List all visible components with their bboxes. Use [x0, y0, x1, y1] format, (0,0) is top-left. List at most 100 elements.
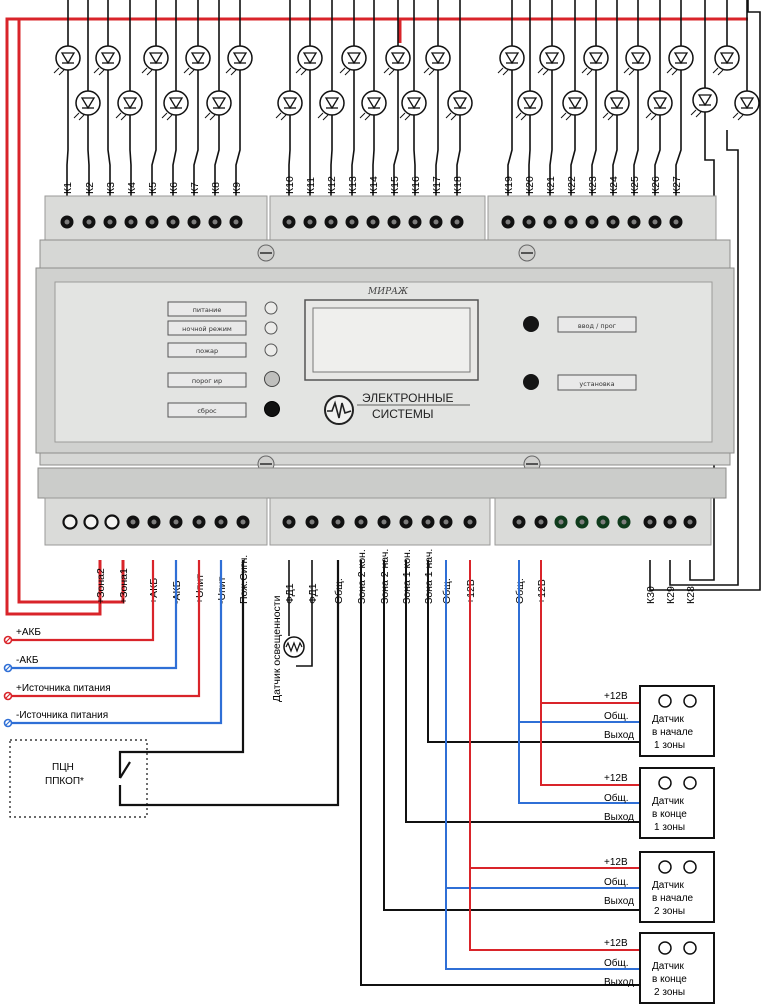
sensor-zone: 1 зоны	[654, 822, 685, 833]
led-icon	[581, 45, 609, 76]
sensor-wire-label: Общ.	[604, 792, 629, 804]
relay-label: К17	[431, 176, 443, 194]
led-icon	[225, 45, 253, 76]
relay-label: К20	[524, 176, 536, 194]
led-icon	[690, 87, 718, 118]
relay-label: К12	[326, 176, 338, 194]
power-wiring	[10, 560, 340, 807]
relay-label: К24	[608, 176, 620, 194]
night-mode-led	[264, 321, 278, 335]
sensor-title: Датчик	[652, 961, 684, 972]
terminal-label: +Зона1	[118, 568, 130, 604]
indicator-night-label: ночной режим	[182, 325, 232, 333]
logo: ЭЛЕКТРОННЫЕ СИСТЕМЫ	[324, 391, 470, 425]
led-icon	[515, 90, 543, 121]
relay-label: К8	[210, 182, 222, 194]
power-terminals	[3, 635, 13, 728]
relay-label: К11	[305, 177, 317, 194]
relay-label: К4	[126, 182, 138, 194]
led-icon	[204, 90, 232, 121]
reset-label: сброс	[197, 407, 217, 415]
fire-led	[264, 343, 278, 357]
relay-label: К2	[84, 182, 96, 194]
relay-label: К5	[147, 182, 159, 194]
indicator-fire-label: пожар	[196, 347, 218, 355]
terminal-socket	[62, 514, 78, 530]
relay-label: К9	[231, 182, 243, 194]
terminal-label: К28	[685, 586, 697, 604]
relay-label: К16	[410, 176, 422, 194]
terminal-label: ФД1	[284, 583, 296, 604]
relay-label: К18	[452, 176, 464, 194]
reset-button[interactable]	[264, 401, 280, 417]
enter-prog-label: ввод / прог	[578, 322, 617, 330]
threshold-button[interactable]	[264, 371, 280, 387]
led-icon	[732, 90, 760, 121]
sensor-zone: 2 зоны	[654, 987, 685, 998]
relay-label: К7	[189, 182, 201, 194]
relay-label: К22	[566, 176, 578, 194]
relay-label: К10	[284, 176, 296, 194]
led-icon	[359, 90, 387, 121]
power-led	[264, 301, 278, 315]
sensor-wire-label: Выход	[604, 730, 634, 741]
device-brand: МИРАЖ	[367, 287, 409, 297]
relay-label: К19	[503, 176, 515, 194]
led-icon	[602, 90, 630, 121]
light-sensor: Датчик освещенности	[271, 560, 313, 702]
logo-line2: СИСТЕМЫ	[372, 407, 434, 421]
terminal-socket	[83, 514, 99, 530]
zone-sensor: Датчик в начале 2 зоны	[639, 851, 715, 923]
source-minus-label: -Источника питания	[16, 710, 108, 721]
sensor-wire-label: Выход	[604, 812, 634, 823]
top-wiring	[5, 0, 761, 616]
pcn-box	[9, 739, 148, 818]
relay-label: К23	[587, 176, 599, 194]
sensor-position: в начале	[652, 893, 694, 904]
led-icon	[623, 45, 651, 76]
sensor-position: в начале	[652, 727, 694, 738]
sensor-wire-label: Выход	[604, 977, 634, 988]
relay-label: К15	[389, 176, 401, 194]
led-icon	[73, 90, 101, 121]
sensor-zone: 2 зоны	[654, 906, 685, 917]
sensor-position: в конце	[652, 974, 687, 985]
source-plus-label: +Источника питания	[16, 683, 111, 694]
relay-label: К26	[650, 176, 662, 194]
relay-label: К25	[629, 176, 641, 194]
sensor-zone: 1 зоны	[654, 740, 685, 751]
terminal-label: К30	[645, 586, 657, 604]
relay-label: К27	[671, 176, 683, 194]
akb-plus-label: +АКБ	[16, 627, 41, 638]
light-sensor-label: Датчик освещенности	[271, 595, 283, 702]
setup-button[interactable]	[523, 374, 539, 390]
sensor-wire-label: Общ.	[604, 876, 629, 888]
enter-prog-button[interactable]	[523, 316, 539, 332]
led-icon	[161, 90, 189, 121]
pcn-label: ПЦН	[52, 762, 74, 773]
led-icon	[53, 45, 81, 76]
led-icon	[383, 45, 411, 76]
threshold-label: порог ир	[192, 377, 222, 385]
sensor-position: в конце	[652, 809, 687, 820]
sensor-wire-label: Общ.	[604, 710, 629, 722]
led-icon	[560, 90, 588, 121]
relay-label: К6	[168, 182, 180, 194]
terminal-label: ФД1	[307, 583, 319, 604]
relay-label: К13	[347, 176, 359, 194]
sensor-wire-label: Общ.	[604, 957, 629, 969]
terminal-label: +Зона2	[95, 568, 107, 604]
led-icon	[645, 90, 673, 121]
terminal-label: К29	[665, 586, 677, 604]
sensor-wire-label: Выход	[604, 896, 634, 907]
indicator-labels: питание ночной режим пожар порог ир сбро…	[167, 301, 247, 418]
sensor-wire-label: +12В	[604, 691, 628, 702]
sensor-title: Датчик	[652, 880, 684, 891]
led-icon	[497, 45, 525, 76]
relay-label: К21	[545, 176, 557, 194]
